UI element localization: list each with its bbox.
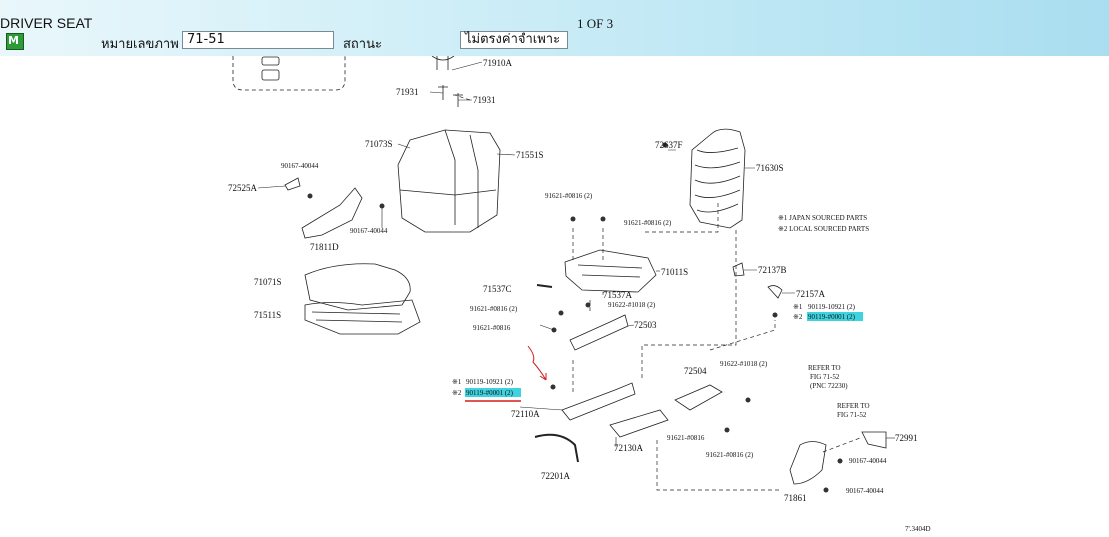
- ref-2-line-2: FIG 71-52: [837, 411, 867, 419]
- ref-1-line-1: REFER TO: [808, 364, 841, 372]
- highlight-90119-right: [807, 312, 863, 321]
- mark-2-right: ※2: [793, 313, 803, 321]
- diagram-code: 7'.3404D: [905, 525, 931, 533]
- seatback-cover-graphic: [397, 129, 501, 233]
- label-leader-lines: [257, 61, 895, 447]
- label-71931-right: 71931: [473, 95, 496, 105]
- label-91621-0816-f: 91621-#0816 (2): [706, 451, 754, 459]
- headrest-stay-graphic: [431, 56, 463, 107]
- label-72157A: 72157A: [796, 289, 826, 299]
- label-71551S: 71551S: [516, 150, 544, 160]
- label-90167-40044-b: 90167-40044: [350, 227, 388, 235]
- label-71073S: 71073S: [365, 139, 393, 149]
- label-71537C: 71537C: [483, 284, 512, 294]
- page-indicator: 1 OF 3: [577, 16, 614, 31]
- label-90119-10921-left: 90119-10921 (2): [466, 378, 514, 386]
- label-71910A: 71910A: [483, 58, 513, 68]
- label-72503: 72503: [634, 320, 657, 330]
- wire-graphic: [534, 433, 579, 463]
- label-71511S: 71511S: [254, 310, 281, 320]
- image-number-field[interactable]: 71-51: [182, 31, 334, 49]
- label-71071S: 71071S: [254, 277, 282, 287]
- seatback-frame-graphic: [689, 128, 746, 229]
- image-number-label: หมายเลขภาพ: [101, 37, 179, 52]
- label-90167-40044-d: 90167-40044: [846, 487, 884, 495]
- app-logo-icon[interactable]: M: [6, 33, 24, 50]
- pin-graphic: [536, 284, 553, 288]
- header-bar: DRIVER SEAT M หมายเลขภาพ 71-51 สถานะ ไม่…: [0, 0, 1109, 56]
- shield-cover-graphic: [789, 441, 827, 485]
- bolt-graphics: [307, 142, 843, 493]
- status-label: สถานะ: [343, 37, 382, 52]
- label-90119-10921-right: 90119-10921 (2): [808, 303, 856, 311]
- label-91622-1018-b: 91622-#1018 (2): [720, 360, 768, 368]
- label-90119-0001-left: 90119-#0001 (2): [466, 389, 514, 397]
- seat-cushion-graphic: [304, 263, 421, 335]
- seat-rail-graphic: [561, 314, 723, 438]
- ref-1-line-2: FIG 71-52: [810, 373, 840, 381]
- label-72637F: 72637F: [655, 140, 683, 150]
- clip-graphic: [732, 262, 783, 299]
- label-71011S: 71011S: [661, 267, 688, 277]
- note-japan-parts: ※1 JAPAN SOURCED PARTS: [778, 214, 867, 222]
- label-72525A: 72525A: [228, 183, 258, 193]
- label-90119-0001-right: 90119-#0001 (2): [808, 313, 856, 321]
- mark-1-left: ※1: [452, 378, 462, 386]
- note-local-parts: ※2 LOCAL SOURCED PARTS: [778, 225, 869, 233]
- clip-72525A-graphic: [284, 177, 301, 191]
- label-91621-0816-b: 91621-#0816 (2): [624, 219, 672, 227]
- label-72130A: 72130A: [614, 443, 644, 453]
- label-72991: 72991: [895, 433, 918, 443]
- mark-1-right: ※1: [793, 303, 803, 311]
- label-91621-0816-d: 91621-#0816: [473, 324, 511, 332]
- inset-box: [232, 56, 346, 91]
- label-71931-left: 71931: [396, 87, 419, 97]
- label-71861: 71861: [784, 493, 807, 503]
- part-labels: 71910A 71931 71931 71073S 71551S 90167-4…: [228, 58, 931, 533]
- mark-2-left: ※2: [452, 389, 462, 397]
- status-field[interactable]: ไม่ตรงค่าจำเพาะ: [460, 31, 568, 49]
- label-91621-0816-c: 91621-#0816 (2): [470, 305, 518, 313]
- assembly-leader-lines: [454, 94, 861, 491]
- label-91622-1018-a: 91622-#1018 (2): [608, 301, 656, 309]
- ref-2-line-1: REFER TO: [837, 402, 870, 410]
- label-72110A: 72110A: [511, 409, 540, 419]
- side-cover-graphic: [301, 187, 363, 239]
- parts-diagram: 71910A 71931 71931 71073S 71551S 90167-4…: [228, 56, 931, 533]
- label-71811D: 71811D: [310, 242, 339, 252]
- highlight-90119-left: [465, 388, 521, 397]
- handle-graphic: [861, 431, 887, 449]
- label-90167-40044-a: 90167-40044: [281, 162, 319, 170]
- label-71630S: 71630S: [756, 163, 784, 173]
- label-72137B: 72137B: [758, 265, 787, 275]
- ref-1-line-3: (PNC 72230): [810, 382, 848, 390]
- label-91621-0816-e: 91621-#0816: [667, 434, 705, 442]
- label-72504: 72504: [684, 366, 707, 376]
- label-71537A: 71537A: [603, 290, 633, 300]
- page-title: DRIVER SEAT: [0, 15, 93, 31]
- red-arrow-annotation: [527, 345, 547, 381]
- label-90167-40044-c: 90167-40044: [849, 457, 887, 465]
- label-72201A: 72201A: [541, 471, 571, 481]
- seat-pan-graphic: [564, 249, 657, 293]
- label-91621-0816-a: 91621-#0816 (2): [545, 192, 593, 200]
